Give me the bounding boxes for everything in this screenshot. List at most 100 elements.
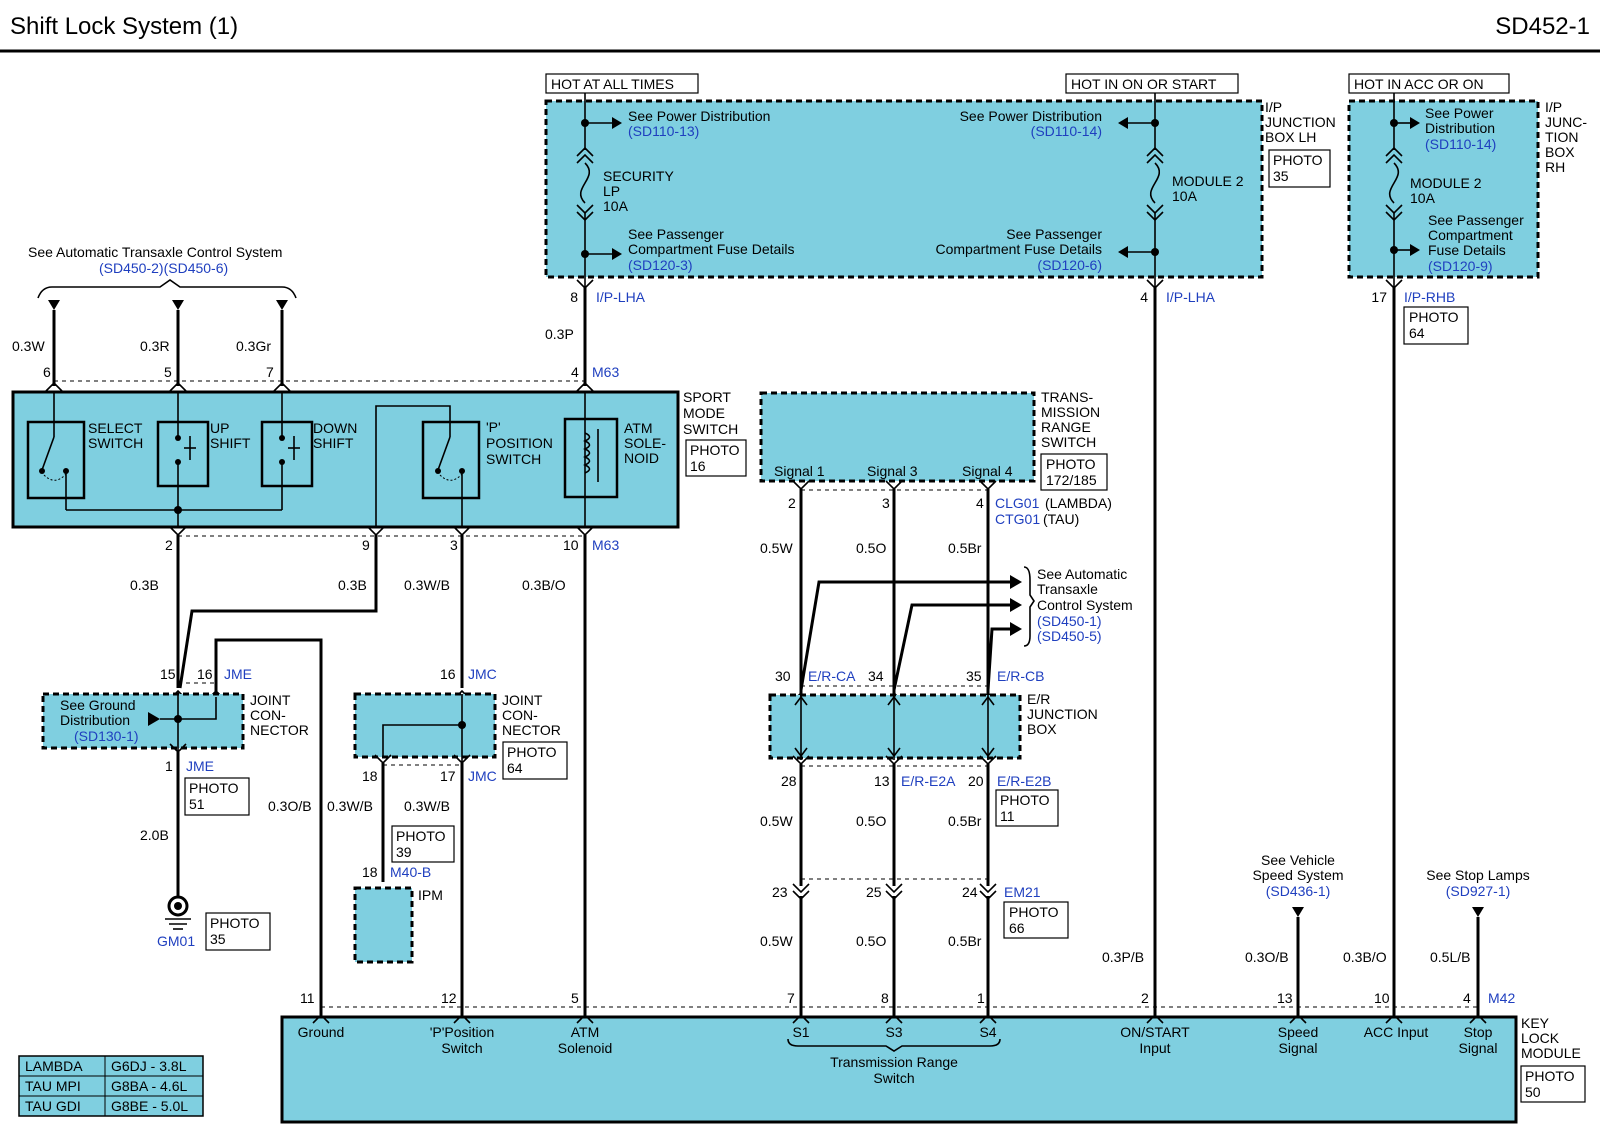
lh-pc2-ref: (SD120-6) — [1037, 257, 1102, 273]
ground-gm01: GM01 — [157, 933, 195, 949]
sport-pin-4: 4 — [571, 364, 579, 380]
up-shift-b: SHIFT — [210, 435, 251, 451]
sport-pin-5: 5 — [164, 364, 172, 380]
klm-name-c: MODULE — [1521, 1045, 1581, 1061]
wire-sport-10: 0.3B/O — [522, 577, 566, 593]
lh-name-a: I/P — [1265, 99, 1282, 115]
down-shift-a: DOWN — [313, 420, 357, 436]
klm-s3: S3 — [885, 1024, 902, 1040]
wire-0-3bo-acc: 0.3B/O — [1343, 949, 1387, 965]
jme-pin-15: 15 — [160, 666, 176, 682]
ipm-pin: 18 — [362, 864, 378, 880]
atcs-ref: (SD450-2)(SD450-6) — [99, 260, 228, 276]
wire-trs-br: 0.5Br — [948, 540, 982, 556]
engine-legend: LAMBDA G6DJ - 3.8L TAU MPI G8BA - 4.6L T… — [18, 1055, 204, 1117]
jme-pin-16: 16 — [197, 666, 213, 682]
joint-connector-jmc: 16 JMC JOINT CON- NECTOR PHOTO 64 18 17 … — [353, 666, 568, 784]
klm-pin-4: 4 — [1463, 990, 1471, 1006]
lh-pc1-a: See Passenger — [628, 226, 724, 242]
ground-symbol-icon — [165, 895, 191, 930]
sport-name-b: MODE — [683, 405, 725, 421]
er-conn-ca: E/R-CA — [808, 668, 856, 684]
sport-name-a: SPORT — [683, 389, 731, 405]
wire-2-0b: 2.0B — [140, 827, 169, 843]
atcs-see: See Automatic Transaxle Control System — [28, 244, 282, 260]
jmc-name-b: CON- — [502, 707, 538, 723]
rh-pin: 17 — [1371, 289, 1387, 305]
jme-name-c: NECTOR — [250, 722, 309, 738]
klm-pin-2: 2 — [1141, 990, 1149, 1006]
legend-engine-2: G8BE - 5.0L — [111, 1098, 188, 1114]
trs-name-d: SWITCH — [1041, 434, 1096, 450]
diagram-title: Shift Lock System (1) — [10, 13, 238, 40]
legend-model-2: TAU GDI — [25, 1098, 81, 1114]
trs-photo-a: PHOTO — [1046, 456, 1096, 472]
sport-conn-bottom: M63 — [592, 537, 619, 553]
rh-pc-b: Compartment — [1428, 227, 1513, 243]
rh-name-c: TION — [1545, 129, 1578, 145]
klm-pin-12: 12 — [441, 990, 457, 1006]
klm-pswitch-b: Switch — [441, 1040, 482, 1056]
transmission-range-switch: Signal 1 Signal 3 Signal 4 TRANS- MISSIO… — [759, 389, 1108, 491]
sport-conn-top: M63 — [592, 364, 619, 380]
ipm-name: IPM — [418, 887, 443, 903]
ground-photo-a: PHOTO — [210, 915, 260, 931]
atcs2-see-c: Control System — [1037, 597, 1133, 613]
lh-pd1-ref: (SD110-13) — [628, 123, 699, 139]
rh-pc-ref: (SD120-9) — [1428, 258, 1493, 274]
rh-name-d: BOX — [1545, 144, 1575, 160]
rh-photo-a: PHOTO — [1409, 309, 1459, 325]
klm-photo-a: PHOTO — [1525, 1068, 1575, 1084]
rh-name-a: I/P — [1545, 99, 1562, 115]
klm-ground: Ground — [298, 1024, 345, 1040]
wire-em21-o: 0.5O — [856, 933, 886, 949]
wire-0-3r: 0.3R — [140, 338, 170, 354]
em21-conn: EM21 — [1004, 884, 1041, 900]
klm-s4: S4 — [979, 1024, 996, 1040]
er-conn-cb: E/R-CB — [997, 668, 1044, 684]
jmc-conn-top: JMC — [468, 666, 497, 682]
sport-photo-b: 16 — [690, 458, 706, 474]
er-photo-a: PHOTO — [1000, 792, 1050, 808]
jme-ref: (SD130-1) — [74, 728, 139, 744]
er-conn-e2b: E/R-E2B — [997, 773, 1051, 789]
trs-photo-b: 172/185 — [1046, 472, 1097, 488]
sport-pin-7: 7 — [266, 364, 274, 380]
jme-photo-b: 51 — [189, 796, 205, 812]
trs-signal-1: Signal 1 — [774, 463, 825, 479]
er-name-b: JUNCTION — [1027, 706, 1098, 722]
rh-name-e: RH — [1545, 159, 1565, 175]
ip-junction-box-rh: See Power Distribution (SD110-14) MODULE… — [1347, 93, 1587, 286]
lh-pd2: See Power Distribution — [960, 108, 1102, 124]
sport-pin-3: 3 — [450, 537, 458, 553]
lh-photo-a: PHOTO — [1273, 152, 1323, 168]
atcs2-see-a: See Automatic — [1037, 566, 1127, 582]
jmc-photo-a: PHOTO — [507, 744, 557, 760]
wire-trs-o: 0.5O — [856, 540, 886, 556]
trs-signal-3: Signal 3 — [867, 463, 918, 479]
klm-pswitch-a: 'P'Position — [430, 1024, 495, 1040]
klm-name-b: LOCK — [1521, 1030, 1560, 1046]
wire-0-3pb: 0.3P/B — [1102, 949, 1144, 965]
up-shift-a: UP — [210, 420, 229, 436]
jmc-pin-16: 16 — [440, 666, 456, 682]
em21-pin-23: 23 — [772, 884, 788, 900]
lh-pin1: 8 — [570, 289, 578, 305]
lh-fuse1-b: LP — [603, 183, 620, 199]
stop-ref: (SD927-1) — [1446, 883, 1511, 899]
legend-model-1: TAU MPI — [25, 1078, 81, 1094]
wire-er-o: 0.5O — [856, 813, 886, 829]
ipm-module: PHOTO 39 18 M40-B IPM — [353, 825, 455, 964]
wire-em21-w: 0.5W — [760, 933, 793, 949]
trs-conn-clg01: CLG01 — [995, 495, 1040, 511]
klm-atm-b: Solenoid — [558, 1040, 613, 1056]
sport-photo-a: PHOTO — [690, 442, 740, 458]
klm-stop-b: Signal — [1459, 1040, 1498, 1056]
rh-pd-ref: (SD110-14) — [1425, 136, 1496, 152]
wire-sport-3: 0.3W/B — [404, 577, 450, 593]
klm-speed-a: Speed — [1278, 1024, 1318, 1040]
hot-labels: HOT AT ALL TIMES HOT IN ON OR START HOT … — [545, 73, 1510, 94]
em21-pin-25: 25 — [866, 884, 882, 900]
ip-junction-box-lh: See Power Distribution (SD110-13) SECURI… — [544, 93, 1336, 286]
hot-at-all-times: HOT AT ALL TIMES — [551, 76, 674, 92]
